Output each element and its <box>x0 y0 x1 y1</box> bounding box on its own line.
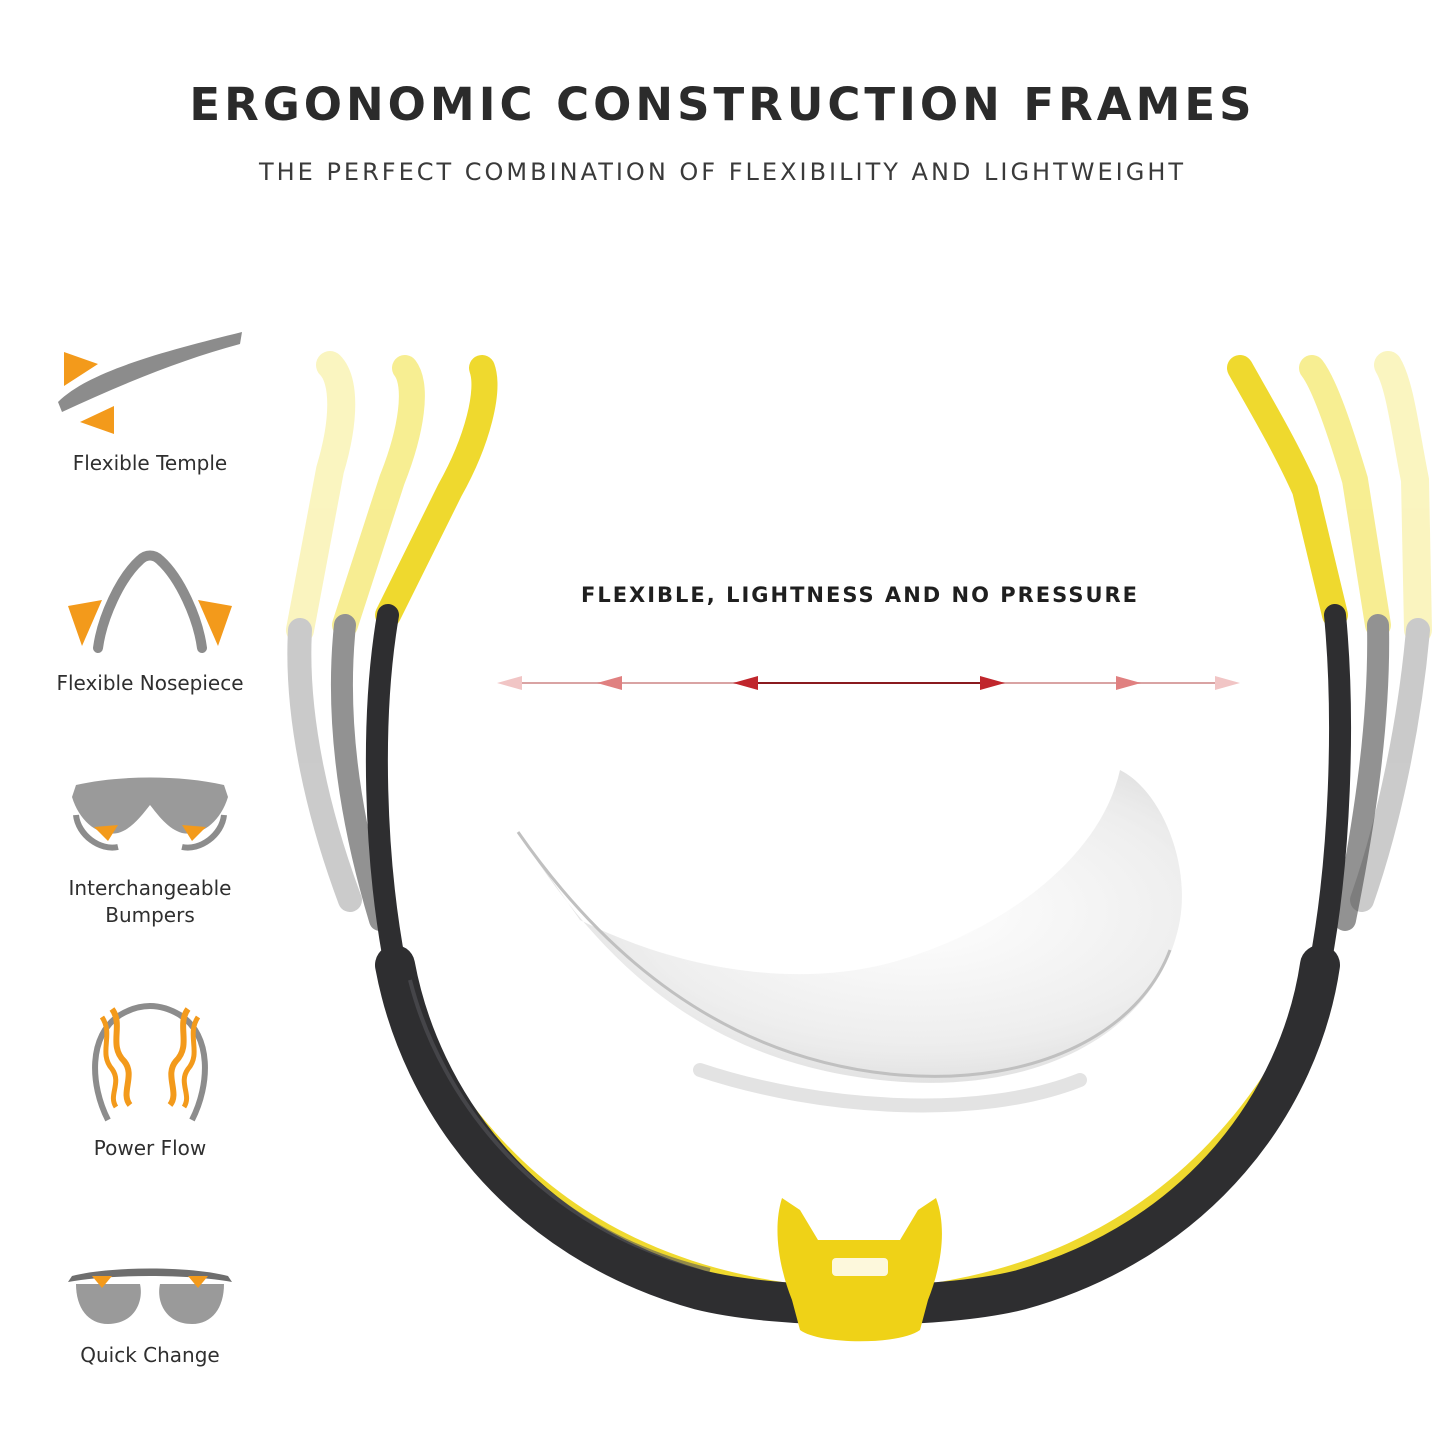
feature-power-flow: Power Flow <box>20 995 280 1162</box>
feature-label: Power Flow <box>93 1136 207 1160</box>
bumpers-icon <box>72 777 228 851</box>
page-subtitle: THE PERFECT COMBINATION OF FLEXIBILITY A… <box>258 158 1187 186</box>
temple-arm-right <box>1227 355 1351 976</box>
feather-image <box>516 770 1182 1113</box>
feature-flexible-nosepiece: Flexible Nosepiece <box>20 548 280 697</box>
temple-arm-left-ghost <box>286 351 362 912</box>
temple-arm-left <box>365 355 498 976</box>
temple-arm-left-mid <box>330 355 425 931</box>
power-flow-icon <box>92 1003 208 1122</box>
feature-flexible-temple: Flexible Temple <box>20 330 280 477</box>
illustration-caption: FLEXIBLE, LIGHTNESS AND NO PRESSURE <box>580 583 1140 607</box>
feature-label: Flexible Temple <box>72 451 228 475</box>
temple-arm-right-mid <box>1299 355 1391 931</box>
feature-label: Interchangeable Bumpers <box>68 876 232 927</box>
temple-arm-right-ghost <box>1350 351 1432 912</box>
flexible-temple-icon <box>58 332 242 434</box>
feature-quick-change: Quick Change <box>20 1262 280 1369</box>
page-title: ERGONOMIC CONSTRUCTION FRAMES <box>189 78 1256 131</box>
feature-label: Quick Change <box>80 1343 220 1367</box>
feature-label: Flexible Nosepiece <box>56 671 244 695</box>
quick-change-icon <box>68 1268 232 1324</box>
flex-arrow <box>497 676 1240 690</box>
nosepiece-icon <box>68 550 232 653</box>
feature-bumpers: Interchangeable Bumpers <box>20 775 280 929</box>
